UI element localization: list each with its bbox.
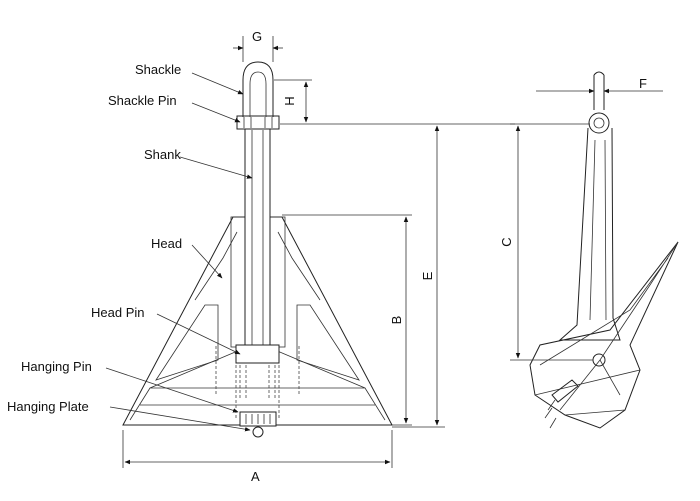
- dimension-labels: A B C E F G H: [251, 29, 647, 484]
- head-window-left: [155, 304, 219, 381]
- side-shank: [558, 127, 621, 341]
- dim-b: B: [389, 316, 404, 325]
- front-view: [122, 61, 393, 438]
- side-shackle-eye: [588, 112, 610, 134]
- dim-h: H: [282, 96, 297, 105]
- side-fluke: [529, 241, 679, 429]
- head-inner-lines: [129, 231, 386, 421]
- head-window-right: [296, 304, 360, 381]
- side-shackle-hole: [593, 117, 605, 129]
- side-lug: [593, 71, 605, 110]
- side-shank-inner: [589, 139, 607, 321]
- label-shackle-pin: Shackle Pin: [108, 93, 177, 108]
- dim-f: F: [639, 76, 647, 91]
- dim-e: E: [420, 271, 435, 280]
- label-hanging-pin: Hanging Pin: [21, 359, 92, 374]
- shank: [244, 127, 271, 364]
- shackle-pin: [236, 115, 280, 130]
- shackle: [242, 61, 274, 117]
- side-fluke-lines: [534, 241, 679, 416]
- label-head-pin: Head Pin: [91, 305, 144, 320]
- shackle-pin-ribs: [243, 117, 273, 128]
- label-head: Head: [151, 236, 182, 251]
- hanging-pin: [252, 426, 264, 438]
- side-hanging-pin: [544, 399, 557, 429]
- part-labels: Shackle Shackle Pin Shank Head Head Pin …: [7, 62, 182, 414]
- dim-g: G: [252, 29, 262, 44]
- side-hanging-plate: [551, 379, 579, 403]
- head-pin: [235, 344, 280, 364]
- label-hanging-plate: Hanging Plate: [7, 399, 89, 414]
- side-view: [529, 71, 679, 429]
- head-pin-hidden: [239, 365, 276, 400]
- dimension-lines: [122, 36, 663, 468]
- dim-a: A: [251, 469, 260, 484]
- label-shackle: Shackle: [135, 62, 181, 77]
- leader-lines: [105, 72, 253, 432]
- hanging-plate-ribs: [245, 414, 271, 424]
- dim-c: C: [499, 237, 514, 246]
- label-shank: Shank: [144, 147, 181, 162]
- shank-inner: [251, 130, 264, 360]
- shackle-inner: [249, 71, 267, 117]
